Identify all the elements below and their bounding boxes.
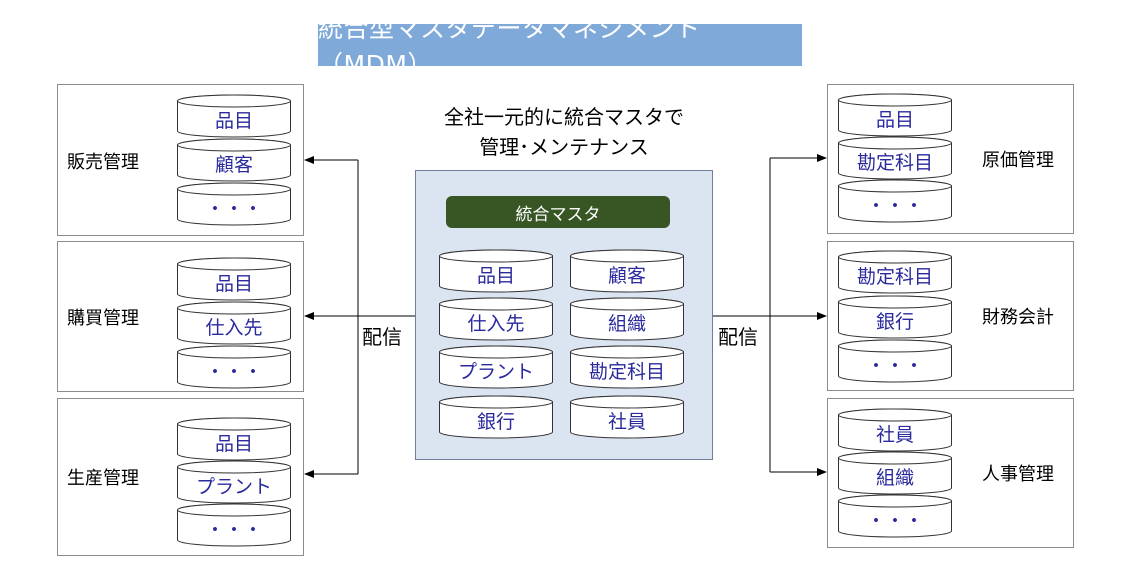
- caption-line-1: 全社一元的に統合マスタで: [444, 105, 684, 129]
- cylinder-shape: [439, 345, 553, 389]
- cylinder: 組織: [838, 451, 952, 495]
- integrated-master-header: 統合マスタ: [446, 196, 670, 228]
- distribute-label-right: 配信: [718, 325, 758, 349]
- cylinder-label: 組織: [607, 312, 646, 335]
- cylinder: 品目: [177, 417, 291, 461]
- cylinder: プラント: [177, 460, 291, 504]
- cylinder-label: 銀行: [875, 310, 914, 333]
- cylinder-shape: [177, 94, 291, 138]
- cylinder: 品目: [439, 249, 553, 293]
- cylinder-shape: [177, 417, 291, 461]
- cylinder-shape: [177, 138, 291, 182]
- cylinder-label: ・・・: [205, 197, 263, 220]
- cylinder-shape: [570, 395, 684, 439]
- cylinder-shape: [838, 179, 952, 223]
- cylinder: ・・・: [838, 494, 952, 538]
- cylinder-label: 組織: [875, 466, 914, 489]
- cylinder-label: 品目: [214, 109, 253, 132]
- cylinder: 銀行: [838, 295, 952, 339]
- caption: 全社一元的に統合マスタで 管理･メンテナンス: [415, 102, 713, 162]
- cylinder-shape: [177, 301, 291, 345]
- cylinder-shape: [177, 257, 291, 301]
- cylinder-label: 仕入先: [467, 312, 525, 335]
- cylinder-shape: [838, 250, 952, 294]
- cylinder: 勘定科目: [570, 345, 684, 389]
- cylinder-shape: [177, 345, 291, 389]
- cylinder-label: 品目: [476, 264, 515, 287]
- cylinder: 社員: [570, 395, 684, 439]
- cylinder: 社員: [838, 408, 952, 452]
- caption-line-2: 管理･メンテナンス: [479, 135, 649, 159]
- cylinder-label: 勘定科目: [856, 265, 933, 288]
- cylinder-label: ・・・: [205, 360, 263, 383]
- cylinder-shape: [838, 136, 952, 180]
- cylinder: ・・・: [177, 503, 291, 547]
- cylinder-shape: [570, 249, 684, 293]
- cylinder: 仕入先: [439, 297, 553, 341]
- cylinder-label: 品目: [214, 432, 253, 455]
- cylinder-label: 社員: [875, 423, 914, 446]
- cylinder-label: ・・・: [205, 518, 263, 541]
- cylinder: 勘定科目: [838, 250, 952, 294]
- cylinder-label: 仕入先: [205, 316, 263, 339]
- cylinder-label: ・・・: [866, 354, 924, 377]
- cylinder-shape: [177, 460, 291, 504]
- cylinder-shape: [838, 451, 952, 495]
- cylinder-shape: [177, 503, 291, 547]
- cylinder-shape: [838, 93, 952, 137]
- cylinder: 品目: [177, 257, 291, 301]
- panel-label-costing: 原価管理: [982, 150, 1054, 171]
- cylinder-shape: [177, 182, 291, 226]
- cylinder: 仕入先: [177, 301, 291, 345]
- panel-label-sales: 販売管理: [67, 152, 139, 173]
- cylinder-shape: [838, 408, 952, 452]
- cylinder: 顧客: [570, 249, 684, 293]
- cylinder-label: 品目: [214, 272, 253, 295]
- cylinder-shape: [838, 295, 952, 339]
- cylinder: ・・・: [177, 345, 291, 389]
- cylinder: 品目: [838, 93, 952, 137]
- cylinder-shape: [439, 395, 553, 439]
- cylinder: 銀行: [439, 395, 553, 439]
- cylinder-label: プラント: [195, 475, 272, 498]
- cylinder: ・・・: [177, 182, 291, 226]
- cylinder-label: プラント: [457, 360, 534, 383]
- distribute-label-left: 配信: [362, 325, 402, 349]
- cylinder: ・・・: [838, 339, 952, 383]
- cylinder-label: 勘定科目: [588, 360, 665, 383]
- cylinder: 組織: [570, 297, 684, 341]
- cylinder: 勘定科目: [838, 136, 952, 180]
- cylinder-shape: [439, 249, 553, 293]
- cylinder: 品目: [177, 94, 291, 138]
- panel-label-accounting: 財務会計: [982, 307, 1054, 328]
- cylinder-shape: [838, 339, 952, 383]
- cylinder-label: ・・・: [866, 194, 924, 217]
- cylinder-label: 顧客: [214, 153, 253, 176]
- cylinder-shape: [570, 345, 684, 389]
- cylinder: プラント: [439, 345, 553, 389]
- panel-label-production: 生産管理: [67, 468, 139, 489]
- cylinder-label: 勘定科目: [856, 151, 933, 174]
- cylinder-label: ・・・: [866, 509, 924, 532]
- cylinder-label: 品目: [875, 108, 914, 131]
- cylinder-shape: [570, 297, 684, 341]
- cylinder: ・・・: [838, 179, 952, 223]
- cylinder: 顧客: [177, 138, 291, 182]
- cylinder-label: 顧客: [607, 264, 646, 287]
- panel-label-hr: 人事管理: [982, 464, 1054, 485]
- cylinder-shape: [838, 494, 952, 538]
- cylinder-label: 銀行: [476, 410, 515, 433]
- cylinder-label: 社員: [607, 410, 646, 433]
- cylinder-shape: [439, 297, 553, 341]
- panel-label-purchasing: 購買管理: [67, 308, 139, 329]
